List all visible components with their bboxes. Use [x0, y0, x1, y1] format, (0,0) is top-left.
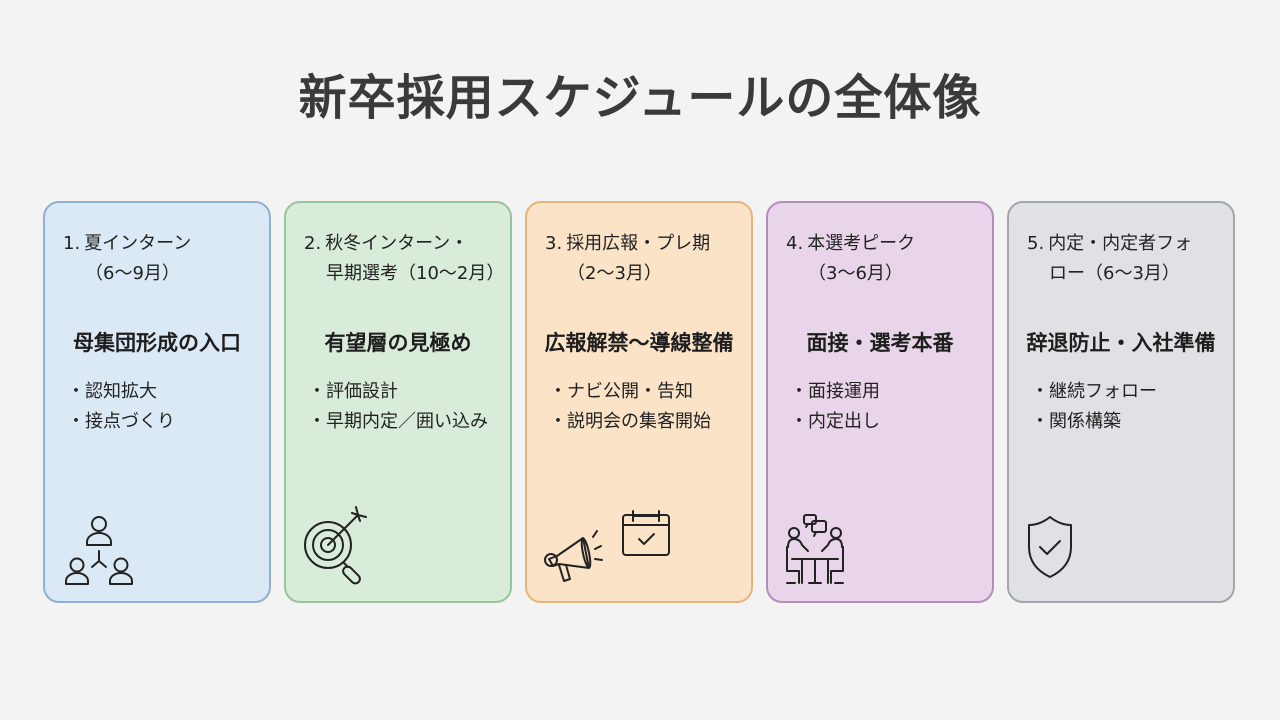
card-number: 4.	[786, 233, 804, 254]
card-bullets: 認知拡大 接点づくり	[67, 377, 175, 437]
card-heading: 2.秋冬インターン・ 早期選考（10〜2月）	[304, 229, 505, 289]
card-main-text: 広報解禁〜導線整備	[544, 331, 734, 355]
bullet-item: 認知拡大	[67, 377, 175, 407]
bullet-item: 面接運用	[790, 377, 880, 407]
card-main-text: 面接・選考本番	[806, 331, 954, 355]
card-autumn-winter-internship: 2.秋冬インターン・ 早期選考（10〜2月） 有望層の見極め 評価設計 早期内定…	[284, 201, 512, 603]
card-heading-line2: ロー（6〜3月）	[1049, 263, 1180, 284]
card-heading: 5.内定・内定者フォ ロー（6〜3月）	[1027, 229, 1225, 289]
card-heading-line2: （2〜3月）	[567, 263, 662, 284]
card-bullets: 継続フォロー 関係構築	[1031, 377, 1157, 437]
card-heading-line2: （6〜9月）	[85, 263, 180, 284]
card-number: 5.	[1027, 233, 1045, 254]
card-recruiting-pr: 3.採用広報・プレ期 （2〜3月） 広報解禁〜導線整備 ナビ公開・告知 説明会の…	[525, 201, 753, 603]
card-heading-line1: 夏インターン	[84, 233, 192, 254]
bullet-item: 内定出し	[790, 407, 880, 437]
card-bullets: ナビ公開・告知 説明会の集客開始	[549, 377, 711, 437]
card-summer-internship: 1.夏インターン （6〜9月） 母集団形成の入口 認知拡大 接点づくり	[43, 201, 271, 603]
card-heading: 4.本選考ピーク （3〜6月）	[786, 229, 984, 289]
bullet-item: 早期内定／囲い込み	[308, 407, 488, 437]
page-title: 新卒採用スケジュールの全体像	[298, 70, 982, 126]
bullet-item: 接点づくり	[67, 407, 175, 437]
card-heading-line1: 採用広報・プレ期	[566, 233, 711, 254]
megaphone-icon	[541, 523, 605, 591]
schedule-cards: 1.夏インターン （6〜9月） 母集団形成の入口 認知拡大 接点づくり 2.秋冬…	[43, 201, 1237, 605]
card-main-text: 辞退防止・入社準備	[1026, 331, 1216, 355]
interview-icon	[784, 513, 846, 589]
card-heading: 1.夏インターン （6〜9月）	[63, 229, 261, 289]
card-main-selection: 4.本選考ピーク （3〜6月） 面接・選考本番 面接運用 内定出し	[766, 201, 994, 603]
card-main-text: 母集団形成の入口	[73, 331, 241, 355]
card-bullets: 面接運用 内定出し	[790, 377, 880, 437]
bullet-item: ナビ公開・告知	[549, 377, 711, 407]
card-number: 3.	[545, 233, 563, 254]
card-bullets: 評価設計 早期内定／囲い込み	[308, 377, 488, 437]
bullet-item: 継続フォロー	[1031, 377, 1157, 407]
card-number: 1.	[63, 233, 81, 254]
card-heading-line1: 秋冬インターン・	[325, 233, 469, 254]
shield-check-icon	[1027, 515, 1073, 585]
bullet-item: 評価設計	[308, 377, 488, 407]
card-main-text: 有望層の見極め	[324, 331, 472, 355]
bullet-item: 関係構築	[1031, 407, 1157, 437]
card-heading: 3.採用広報・プレ期 （2〜3月）	[545, 229, 743, 289]
card-heading-line2: （3〜6月）	[808, 263, 903, 284]
bullet-item: 説明会の集客開始	[549, 407, 711, 437]
card-heading-line1: 内定・内定者フォ	[1048, 233, 1193, 254]
calendar-check-icon	[619, 509, 675, 563]
card-offer-follow: 5.内定・内定者フォ ロー（6〜3月） 辞退防止・入社準備 継続フォロー 関係構…	[1007, 201, 1235, 603]
card-number: 2.	[304, 233, 322, 254]
card-heading-line1: 本選考ピーク	[807, 233, 916, 254]
card-heading-line2: 早期選考（10〜2月）	[326, 263, 505, 284]
target-search-icon	[300, 505, 372, 591]
people-network-icon	[61, 511, 137, 591]
